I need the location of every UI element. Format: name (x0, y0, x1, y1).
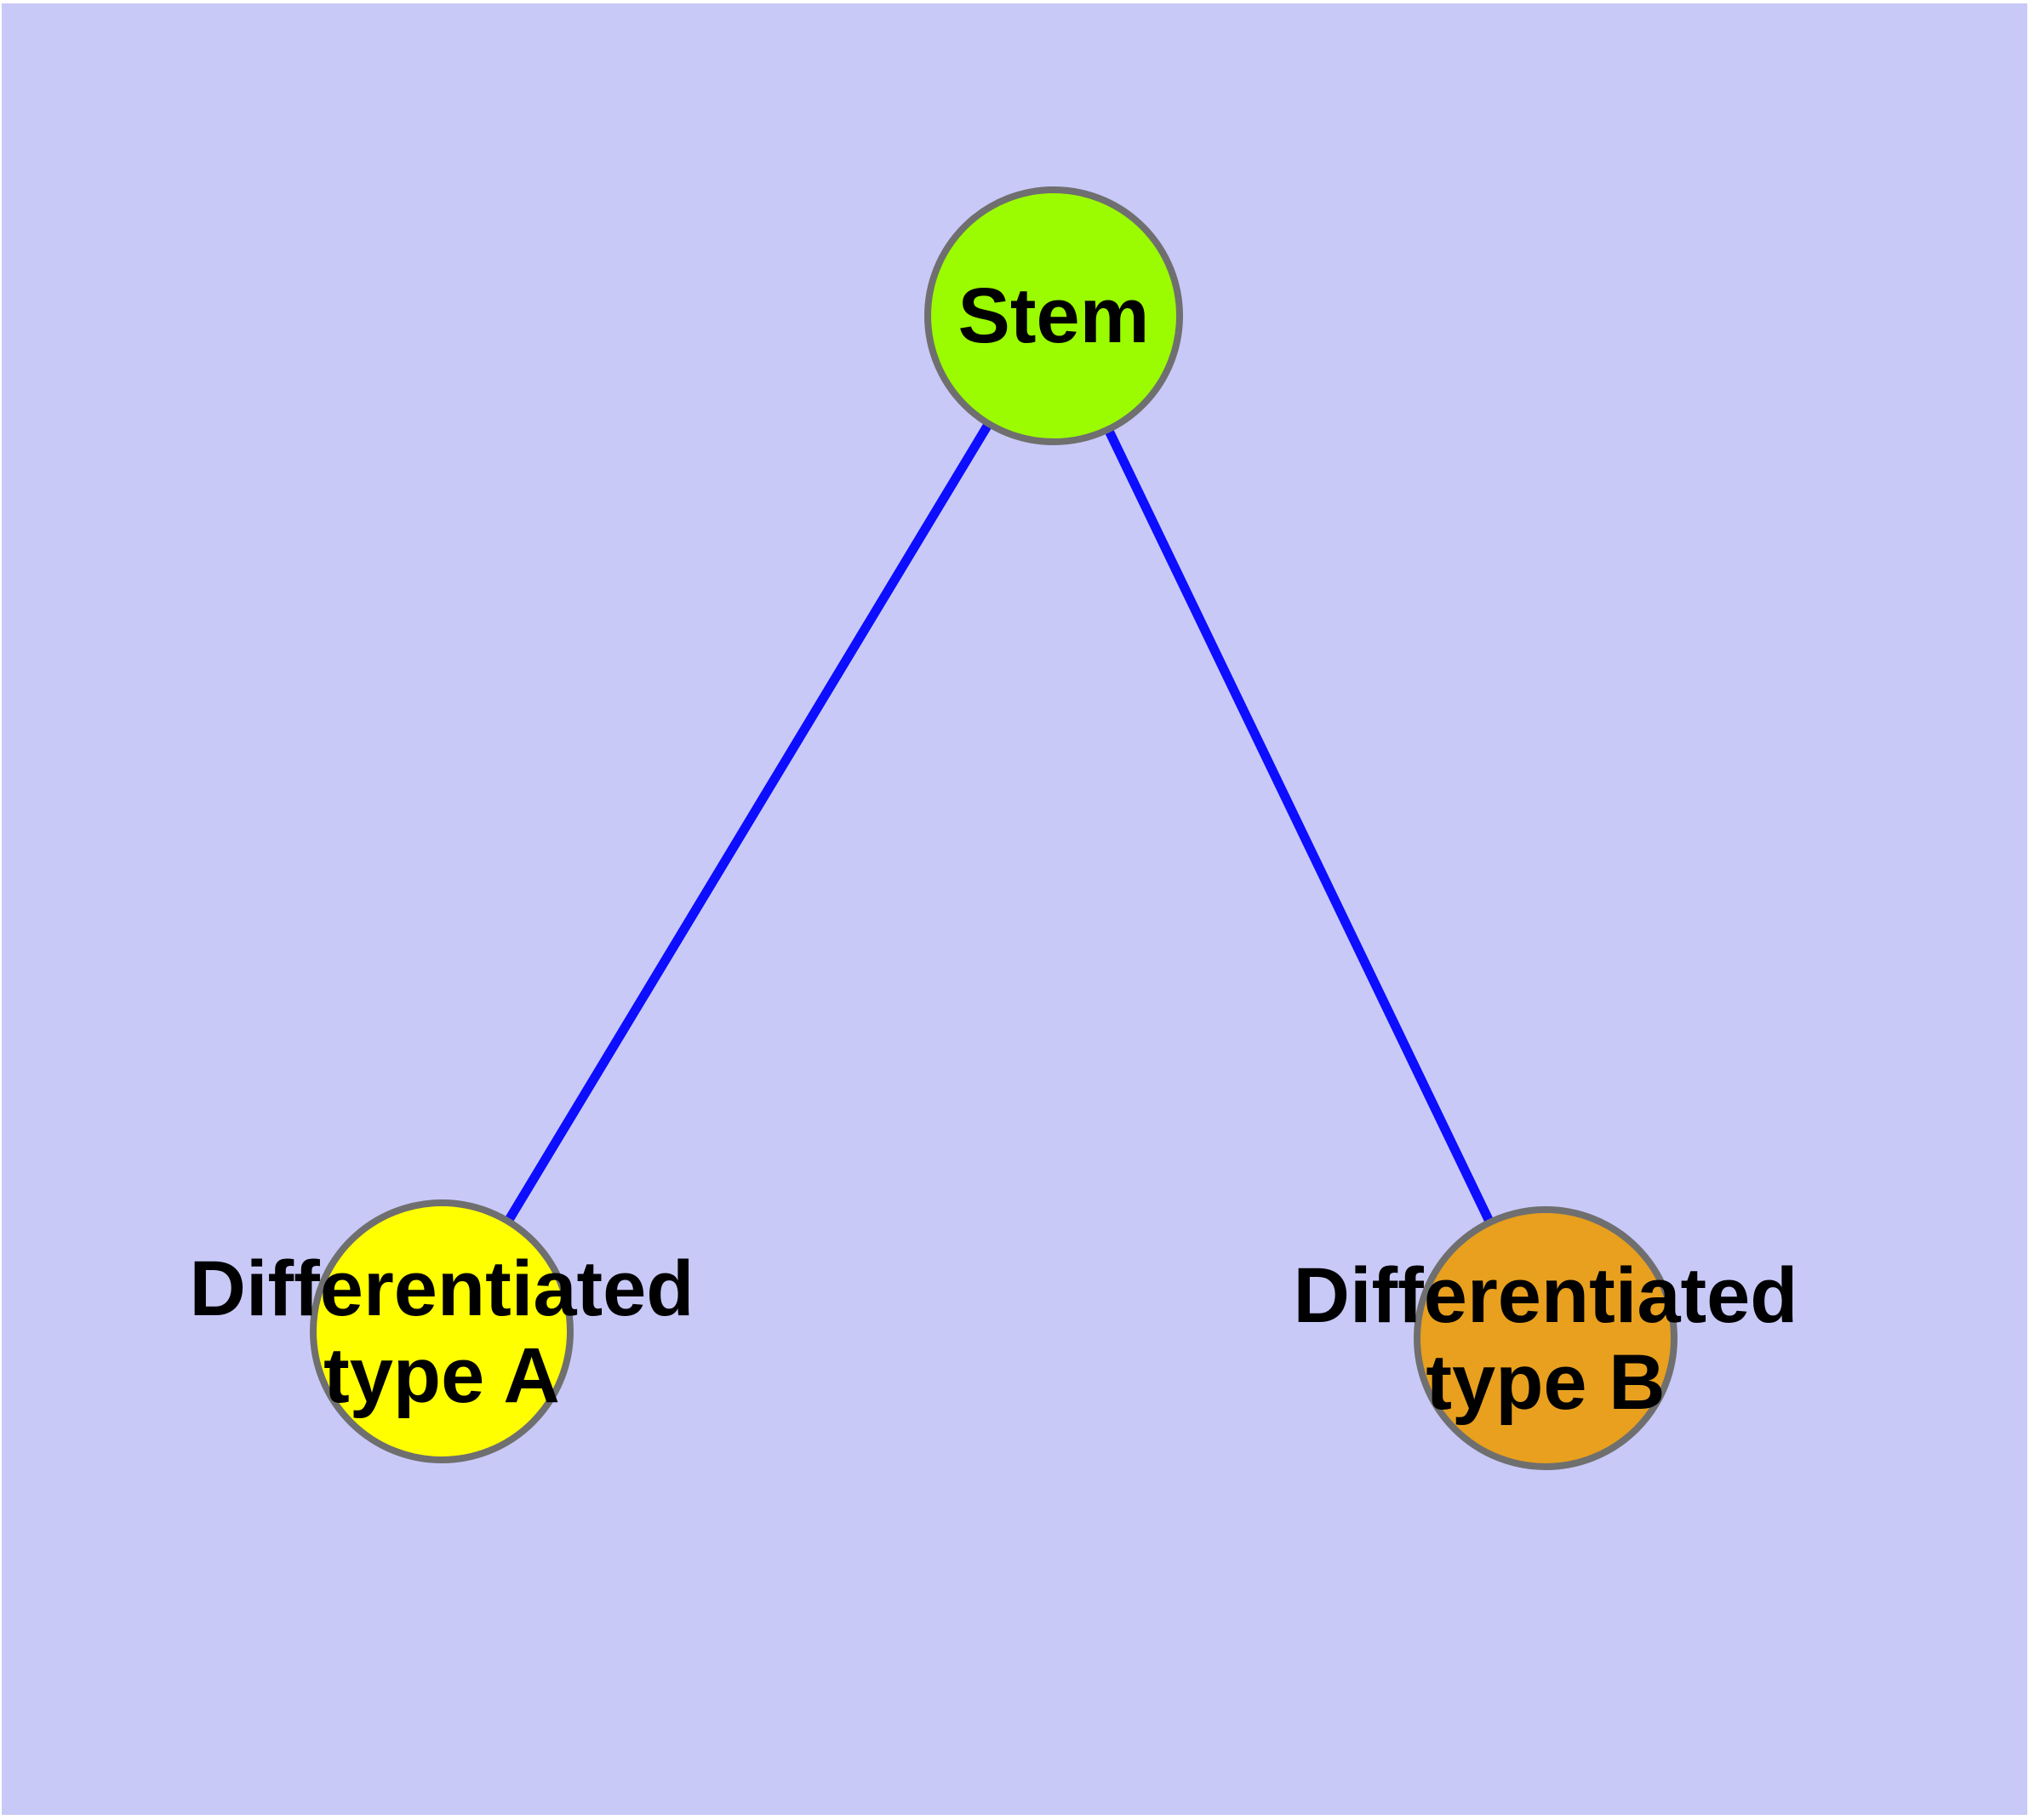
node-stem-label: Stem (958, 272, 1150, 359)
node-type-b-label-line2: type B (1426, 1339, 1665, 1426)
node-type-b-circle (1414, 1206, 1677, 1470)
edge-stem-to-type-a (437, 313, 1058, 1334)
node-type-a-label-line1: Differentiated (190, 1245, 694, 1332)
node-type-a-circle (310, 1199, 574, 1463)
node-stem-circle (924, 186, 1183, 445)
node-type-b-label-line1: Differentiated (1294, 1252, 1798, 1339)
edge-stem-to-type-b (1049, 313, 1550, 1341)
node-type-a-label-line2: type A (323, 1332, 560, 1419)
